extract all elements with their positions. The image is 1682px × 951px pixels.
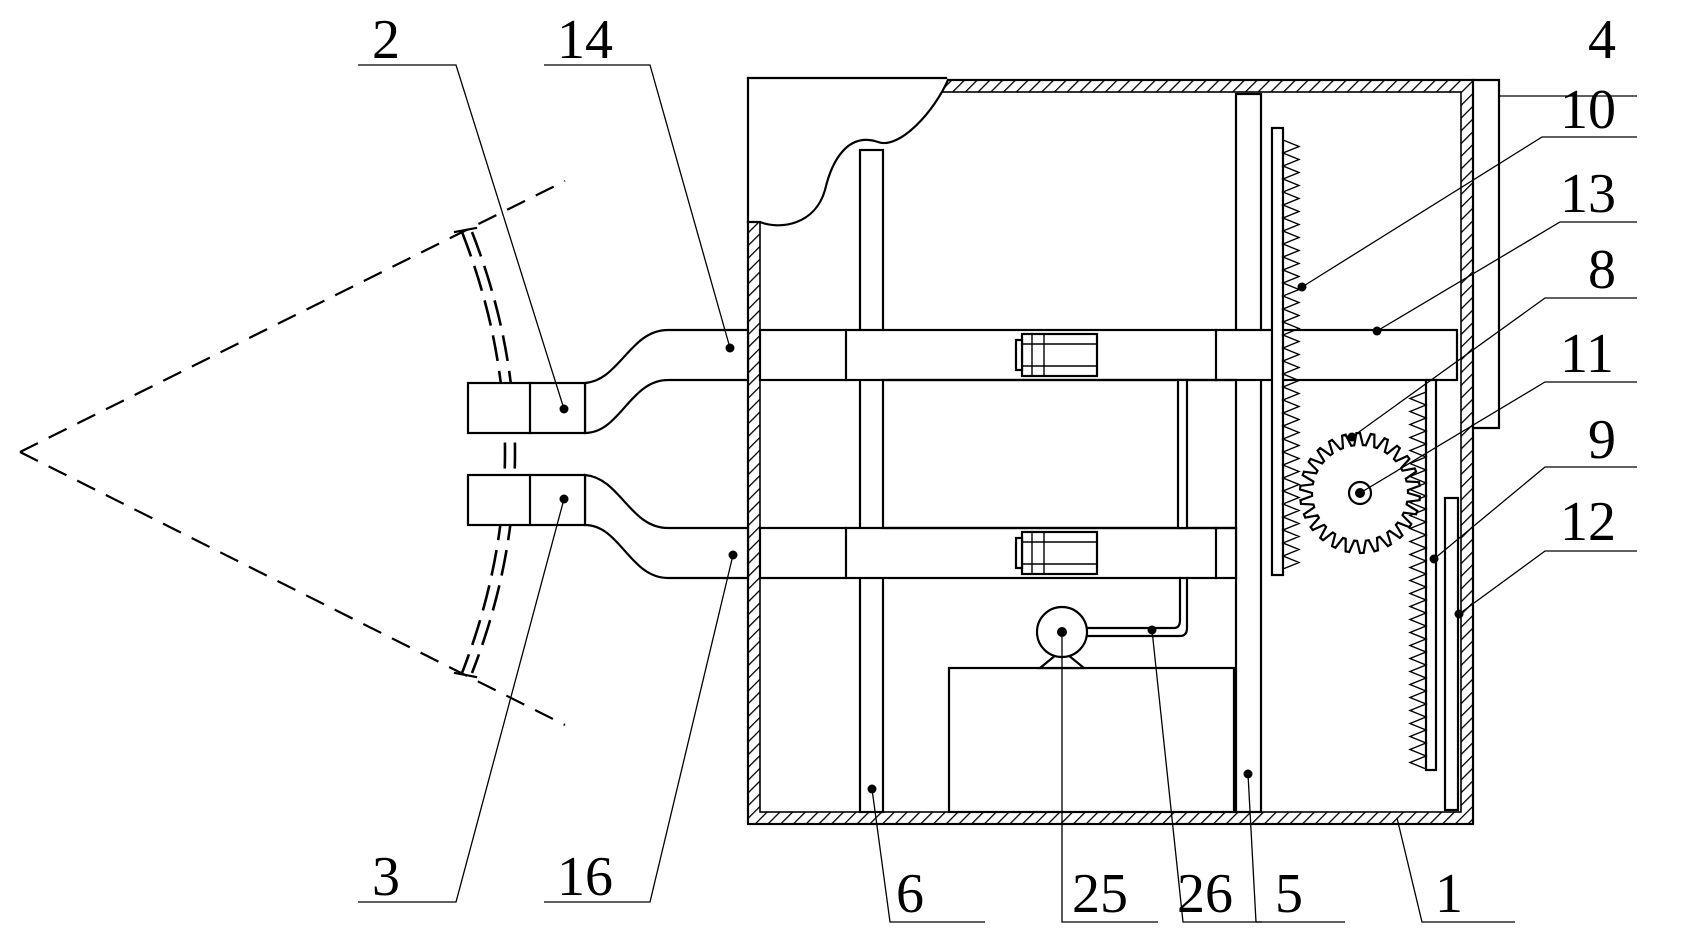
label-8: 8 <box>1588 239 1616 301</box>
label-5: 5 <box>1275 863 1303 925</box>
label-13: 13 <box>1560 163 1616 225</box>
label-3: 3 <box>372 846 400 908</box>
reference-numerals: 2 14 3 16 6 25 26 5 1 4 10 13 8 11 9 12 <box>372 9 1616 925</box>
lower-tube <box>758 526 1238 580</box>
target-cone <box>19 180 566 726</box>
label-11: 11 <box>1560 323 1614 385</box>
pump-unit <box>947 576 1236 814</box>
lower-nozzle <box>466 473 750 580</box>
slide-plate <box>1443 496 1460 812</box>
side-plate <box>1471 78 1501 430</box>
label-1: 1 <box>1435 863 1463 925</box>
label-9: 9 <box>1588 409 1616 471</box>
guide-rod-6 <box>858 148 885 814</box>
guide-rod-5 <box>1234 92 1263 814</box>
label-4: 4 <box>1588 9 1616 71</box>
label-10: 10 <box>1560 79 1616 141</box>
label-16: 16 <box>557 846 613 908</box>
rack-10 <box>1270 126 1301 577</box>
upper-tube <box>758 328 1459 382</box>
label-6: 6 <box>896 863 924 925</box>
label-2: 2 <box>372 9 400 71</box>
label-12: 12 <box>1560 491 1616 553</box>
label-26: 26 <box>1177 863 1233 925</box>
label-14: 14 <box>557 9 613 71</box>
label-25: 25 <box>1072 863 1128 925</box>
tube-frame <box>881 378 1238 530</box>
leader-lines <box>358 64 1637 923</box>
